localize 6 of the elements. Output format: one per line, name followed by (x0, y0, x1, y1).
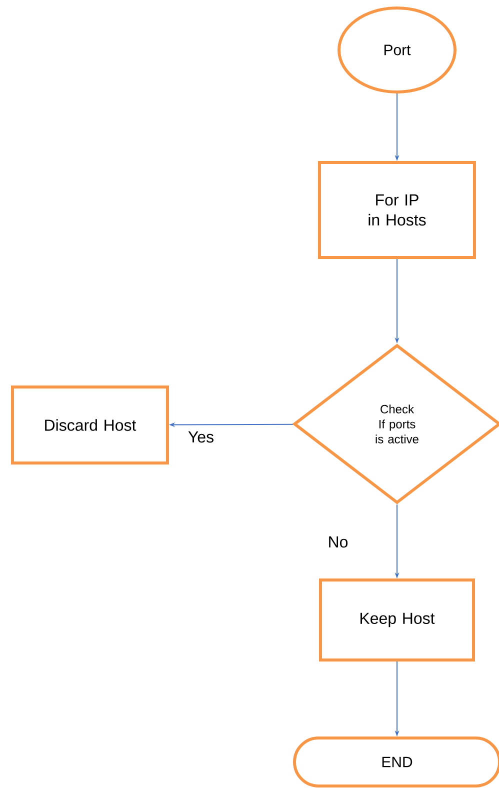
process-box: For IP in Hosts (318, 161, 476, 259)
edge-label: Yes (186, 430, 216, 444)
end-terminal: END (293, 736, 499, 788)
process-box: Keep Host (319, 578, 475, 662)
process-box: Discard Host (11, 386, 169, 464)
edge-label: No (326, 535, 350, 549)
